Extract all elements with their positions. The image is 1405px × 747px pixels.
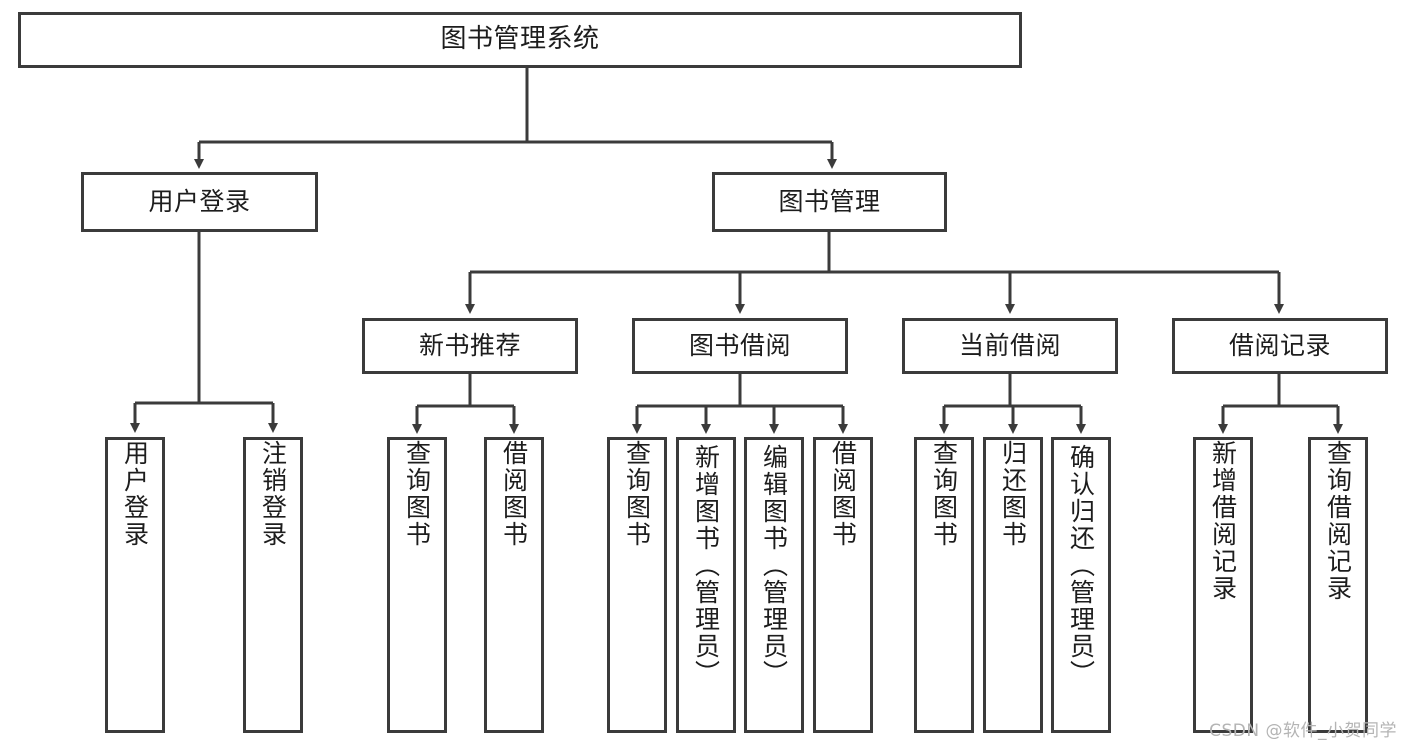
node-borrow-record[interactable]: 借阅记录 <box>1172 318 1388 374</box>
node-label: 借阅记录 <box>1228 331 1331 360</box>
node-user-login[interactable]: 用户登录 <box>81 172 318 232</box>
node-label: 查询图书 <box>622 440 652 548</box>
leaf-user-login-signout[interactable]: 注销登录 <box>243 437 303 733</box>
node-label: 查询图书 <box>929 440 959 548</box>
leaf-borrow-record-add-record[interactable]: 新增借阅记录 <box>1193 437 1253 733</box>
node-label: 归还图书 <box>998 440 1028 548</box>
node-label: 新书推荐 <box>418 331 521 360</box>
node-book-borrow[interactable]: 图书借阅 <box>632 318 848 374</box>
leaf-current-borrow-confirm-return-admin[interactable]: 确认归还（管理员） <box>1051 437 1111 733</box>
leaf-book-borrow-query-book[interactable]: 查询图书 <box>607 437 667 733</box>
node-label: 图书管理系统 <box>440 24 600 55</box>
leaf-user-login-signin[interactable]: 用户登录 <box>105 437 165 733</box>
leaf-book-borrow-edit-book-admin[interactable]: 编辑图书（管理员） <box>744 437 804 733</box>
leaf-current-borrow-query-book[interactable]: 查询图书 <box>914 437 974 733</box>
node-label: 当前借阅 <box>958 331 1061 360</box>
node-label: 用户登录 <box>120 440 150 548</box>
node-new-book-recommend[interactable]: 新书推荐 <box>362 318 578 374</box>
node-label: 新增借阅记录 <box>1208 440 1238 602</box>
leaf-book-borrow-borrow-book[interactable]: 借阅图书 <box>813 437 873 733</box>
node-label: 借阅图书 <box>499 440 529 548</box>
leaf-current-borrow-return-book[interactable]: 归还图书 <box>983 437 1043 733</box>
leaf-borrow-record-query-record[interactable]: 查询借阅记录 <box>1308 437 1368 733</box>
node-label: 用户登录 <box>148 187 251 216</box>
node-label: 查询图书 <box>402 440 432 548</box>
node-label: 图书管理 <box>778 187 881 216</box>
node-label: 借阅图书 <box>828 440 858 548</box>
node-label: 确认归还（管理员） <box>1066 444 1096 687</box>
node-root-book-management-system[interactable]: 图书管理系统 <box>18 12 1022 68</box>
node-label: 图书借阅 <box>688 331 791 360</box>
csdn-watermark: CSDN @软件_小贺同学 <box>1209 721 1397 741</box>
node-label: 查询借阅记录 <box>1323 440 1353 602</box>
leaf-new-book-query-book[interactable]: 查询图书 <box>387 437 447 733</box>
leaf-book-borrow-add-book-admin[interactable]: 新增图书（管理员） <box>676 437 736 733</box>
node-label: 新增图书（管理员） <box>691 444 721 687</box>
node-label: 注销登录 <box>258 440 288 548</box>
node-book-management[interactable]: 图书管理 <box>712 172 947 232</box>
node-label: 编辑图书（管理员） <box>759 444 789 687</box>
node-current-borrow[interactable]: 当前借阅 <box>902 318 1118 374</box>
leaf-new-book-borrow-book[interactable]: 借阅图书 <box>484 437 544 733</box>
